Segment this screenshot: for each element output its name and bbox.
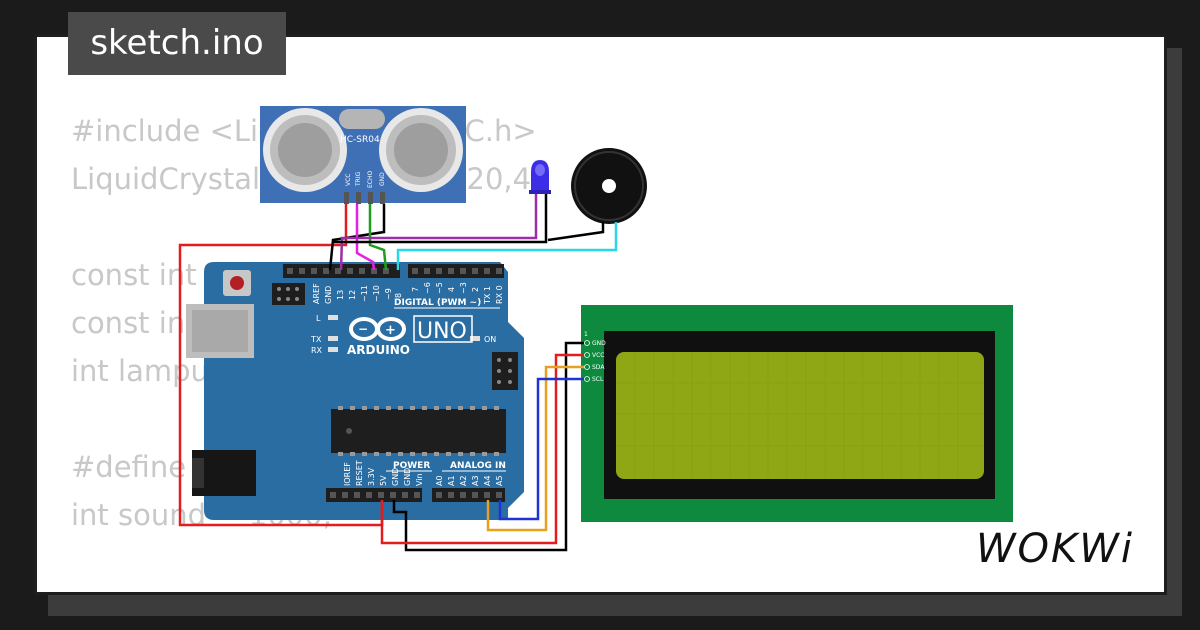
lcd-module[interactable]: 1 GND VCC SDA SCL bbox=[581, 305, 1013, 522]
pin-label-reset: RESET bbox=[355, 460, 364, 486]
arduino-uno-board[interactable]: AREF GND 13 12 ~11 ~10 ~9 8 7 ~6 ~5 4 ~3… bbox=[186, 262, 524, 520]
buzzer[interactable] bbox=[571, 148, 647, 224]
pin-label-5v: 5V bbox=[379, 475, 388, 486]
pin-label-ioref: IOREF bbox=[343, 462, 352, 486]
led-label-l: L bbox=[316, 314, 321, 323]
pin-label-a4: A4 bbox=[483, 475, 492, 486]
pin-label-13: 13 bbox=[336, 290, 345, 300]
pin-label-rx: RX 0 bbox=[495, 285, 504, 304]
wokwi-logo: WOKWi bbox=[976, 526, 1134, 572]
power-header-label: POWER bbox=[393, 461, 430, 471]
lcd-pin-gnd: GND bbox=[592, 340, 606, 347]
file-tab[interactable]: sketch.ino bbox=[68, 12, 286, 75]
pin-label-10: ~10 bbox=[372, 285, 381, 302]
pin-label-9: ~9 bbox=[384, 288, 393, 300]
pin-label-3: ~3 bbox=[459, 282, 468, 294]
board-model-label: UNO bbox=[417, 319, 467, 344]
arduino-infinity-icon bbox=[349, 317, 406, 341]
wires bbox=[178, 194, 618, 552]
sensor-pin-echo: ECHO bbox=[367, 171, 374, 188]
lcd-pin1-label: 1 bbox=[584, 331, 588, 338]
sensor-model-label: HC-SR04 bbox=[340, 135, 380, 145]
sensor-pin-gnd: GND bbox=[379, 172, 386, 186]
lcd-pin-scl: SCL bbox=[592, 376, 604, 383]
pin-label-6: ~6 bbox=[423, 282, 432, 294]
blue-led[interactable] bbox=[529, 160, 551, 194]
pin-label-gnd: GND bbox=[324, 286, 333, 304]
pin-label-a2: A2 bbox=[459, 475, 468, 486]
lcd-pin-vcc: VCC bbox=[592, 352, 604, 359]
pin-label-11: ~11 bbox=[360, 285, 369, 302]
led-label-on: ON bbox=[484, 335, 496, 344]
pin-label-vin: Vin bbox=[415, 473, 424, 486]
ultrasonic-sensor[interactable]: HC-SR04 VCC TRIG ECHO GND bbox=[260, 106, 466, 204]
pin-label-aref: AREF bbox=[312, 283, 321, 304]
lcd-pin-sda: SDA bbox=[592, 364, 605, 371]
board-brand-label: ARDUINO bbox=[347, 343, 410, 357]
pin-label-tx: TX 1 bbox=[483, 286, 492, 305]
sensor-pin-trig: TRIG bbox=[355, 171, 362, 187]
pin-label-a0: A0 bbox=[435, 475, 444, 486]
pin-label-12: 12 bbox=[348, 290, 357, 300]
led-label-tx: TX bbox=[310, 335, 322, 344]
svg-text:−: − bbox=[358, 322, 368, 336]
svg-text:+: + bbox=[385, 323, 396, 338]
pin-label-5: ~5 bbox=[435, 282, 444, 294]
pin-label-gnd-2: GND bbox=[403, 468, 412, 486]
pin-label-7: 7 bbox=[411, 287, 420, 292]
analog-header-label: ANALOG IN bbox=[450, 461, 506, 471]
digital-header-label: DIGITAL (PWM ~) bbox=[394, 298, 481, 308]
led-label-rx: RX bbox=[311, 346, 323, 355]
pin-label-a3: A3 bbox=[471, 475, 480, 486]
pin-label-8: 8 bbox=[394, 293, 403, 298]
pin-label-gnd-1: GND bbox=[391, 468, 400, 486]
pin-label-a1: A1 bbox=[447, 475, 456, 486]
microcontroller-chip bbox=[331, 409, 506, 453]
pin-label-3v3: 3.3V bbox=[367, 467, 376, 486]
sensor-pin-vcc: VCC bbox=[345, 174, 352, 186]
pin-label-2: 2 bbox=[471, 287, 480, 292]
pin-label-a5: A5 bbox=[495, 475, 504, 486]
pin-label-4: 4 bbox=[447, 287, 456, 292]
